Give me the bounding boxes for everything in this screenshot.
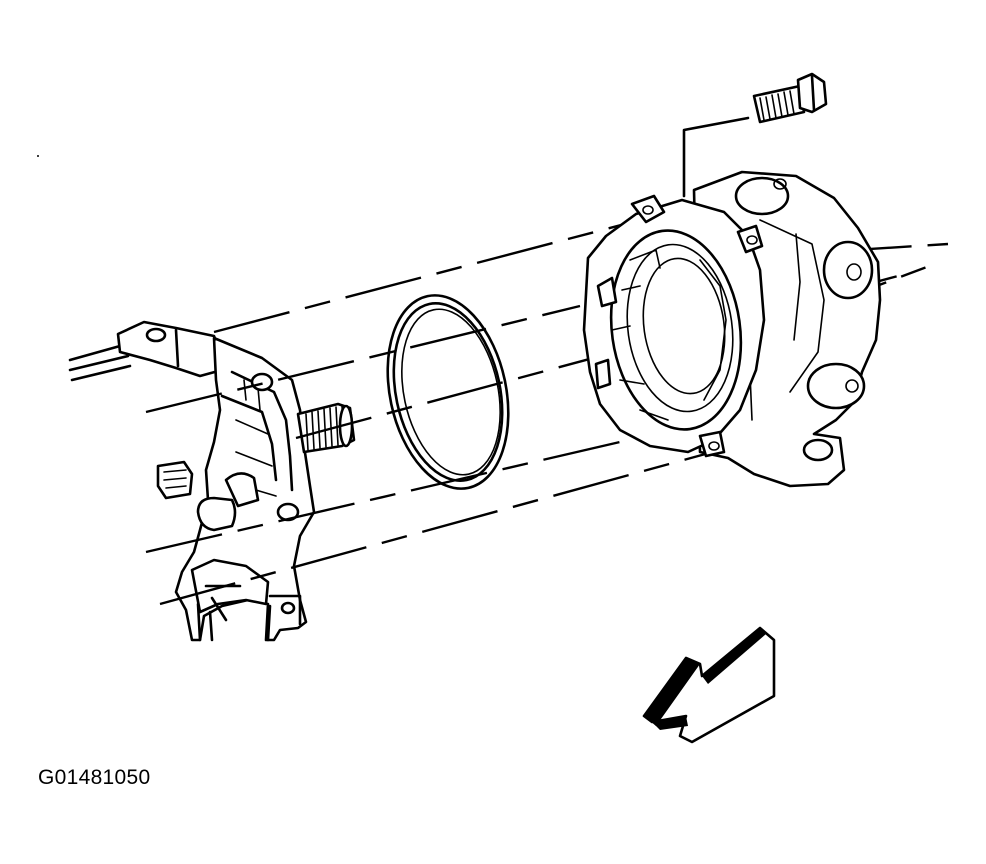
seal-ring xyxy=(386,294,510,490)
bolt xyxy=(682,72,828,198)
speck-mark xyxy=(37,155,39,157)
steering-column-housing xyxy=(68,320,316,642)
lock-housing-cover xyxy=(582,170,882,488)
arrow-icon xyxy=(642,626,776,744)
figure-id-label: G01481050 xyxy=(38,766,151,789)
splined-shaft xyxy=(296,402,356,454)
